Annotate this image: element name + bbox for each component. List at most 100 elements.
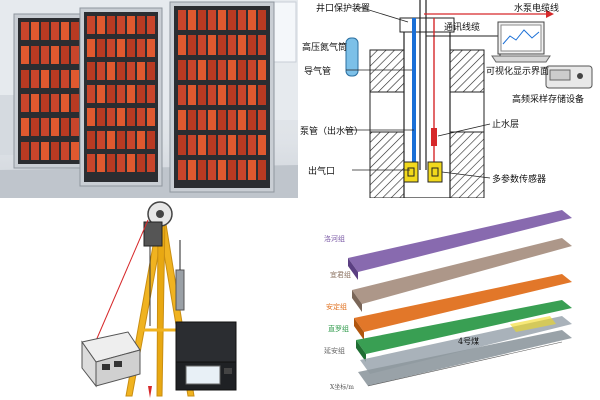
battery-cell bbox=[147, 16, 155, 34]
battery-cell bbox=[137, 85, 145, 103]
battery-cell bbox=[218, 35, 226, 55]
battery-cell bbox=[258, 135, 266, 155]
label-sensor: 多参数传感器 bbox=[492, 175, 547, 185]
battery-cell bbox=[198, 160, 206, 180]
label-pump-pipe: 泵管（出水管） bbox=[300, 127, 364, 137]
battery-cell bbox=[107, 108, 115, 126]
battery-cell bbox=[127, 39, 135, 57]
battery-cell bbox=[87, 85, 95, 103]
battery-cell bbox=[188, 85, 196, 105]
battery-cell bbox=[127, 154, 135, 172]
battery-cell bbox=[218, 135, 226, 155]
battery-cell bbox=[178, 110, 186, 130]
battery-cell bbox=[258, 60, 266, 80]
battery-cell bbox=[178, 135, 186, 155]
battery-cell bbox=[258, 110, 266, 130]
battery-cell bbox=[137, 39, 145, 57]
label-coal-seam: 4号煤 bbox=[458, 337, 480, 346]
battery-cell bbox=[41, 94, 49, 112]
battery-cell bbox=[248, 10, 256, 30]
battery-cell bbox=[147, 131, 155, 149]
battery-cell bbox=[137, 16, 145, 34]
rack-1 bbox=[13, 13, 87, 169]
battery-cell bbox=[41, 22, 49, 40]
battery-cell bbox=[71, 142, 79, 160]
battery-cell bbox=[238, 110, 246, 130]
battery-cell bbox=[51, 46, 59, 64]
battery-cell bbox=[198, 10, 206, 30]
battery-cell bbox=[198, 60, 206, 80]
battery-cell bbox=[97, 154, 105, 172]
battery-cell bbox=[188, 110, 196, 130]
battery-cell bbox=[238, 10, 246, 30]
battery-cell bbox=[127, 108, 135, 126]
tripod-illustration bbox=[81, 201, 237, 398]
battery-cell bbox=[87, 131, 95, 149]
battery-cell bbox=[51, 22, 59, 40]
battery-cell bbox=[107, 39, 115, 57]
battery-cell bbox=[147, 154, 155, 172]
battery-cell bbox=[87, 154, 95, 172]
battery-cell bbox=[188, 10, 196, 30]
battery-cell bbox=[117, 16, 125, 34]
battery-cell bbox=[218, 85, 226, 105]
battery-cell bbox=[107, 154, 115, 172]
battery-cell bbox=[97, 62, 105, 80]
battery-cell bbox=[228, 85, 236, 105]
battery-cell bbox=[228, 60, 236, 80]
data-logger-case bbox=[175, 321, 237, 391]
battery-cell bbox=[188, 60, 196, 80]
storage-device bbox=[545, 65, 593, 89]
battery-cell bbox=[228, 135, 236, 155]
battery-cell bbox=[97, 39, 105, 57]
label-yijun: 宜君组 bbox=[330, 271, 351, 279]
battery-cell bbox=[238, 60, 246, 80]
battery-cell bbox=[208, 110, 216, 130]
battery-cell bbox=[147, 39, 155, 57]
battery-cell bbox=[51, 70, 59, 88]
layer-yanan bbox=[358, 330, 572, 386]
label-pump-cable: 水泵电缆线 bbox=[514, 4, 560, 14]
battery-cell bbox=[147, 62, 155, 80]
battery-cell bbox=[248, 85, 256, 105]
battery-cell bbox=[228, 10, 236, 30]
label-axis: X坐标/m bbox=[330, 384, 354, 391]
battery-cell bbox=[258, 85, 266, 105]
battery-cell bbox=[117, 85, 125, 103]
battery-cell bbox=[21, 70, 29, 88]
sensor-right bbox=[427, 161, 443, 183]
battery-cell bbox=[71, 22, 79, 40]
battery-cell bbox=[31, 70, 39, 88]
schematic-drawing bbox=[344, 0, 593, 198]
battery-cell bbox=[198, 35, 206, 55]
battery-cell bbox=[107, 85, 115, 103]
laptop-display bbox=[491, 21, 551, 63]
battery-cell bbox=[208, 10, 216, 30]
battery-cell bbox=[178, 35, 186, 55]
battery-cell bbox=[21, 22, 29, 40]
battery-cell bbox=[137, 62, 145, 80]
battery-cell bbox=[117, 131, 125, 149]
label-luohe: 洛河组 bbox=[324, 235, 345, 243]
layer-zhiluo bbox=[356, 300, 572, 354]
battery-cell bbox=[87, 16, 95, 34]
layer-yijun bbox=[352, 238, 572, 304]
well-monitoring-schematic: 井口保护装置 水泵电缆线 通讯线缆 高压氮气筒 导气管 可视化显示界面 高频采样… bbox=[300, 0, 600, 198]
battery-cell bbox=[61, 142, 69, 160]
label-water-stop: 止水层 bbox=[492, 120, 520, 130]
battery-cell bbox=[61, 70, 69, 88]
battery-cell bbox=[137, 131, 145, 149]
battery-cell bbox=[117, 154, 125, 172]
label-storage: 高频采样存储设备 bbox=[512, 95, 585, 105]
battery-cell bbox=[71, 118, 79, 136]
battery-cell bbox=[258, 160, 266, 180]
battery-cell bbox=[198, 135, 206, 155]
battery-cell bbox=[21, 118, 29, 136]
battery-cell bbox=[127, 62, 135, 80]
battery-cell bbox=[71, 94, 79, 112]
battery-cell bbox=[61, 94, 69, 112]
label-display: 可视化显示界面 bbox=[486, 67, 550, 77]
strata-drawing bbox=[348, 210, 572, 387]
battery-cell bbox=[198, 85, 206, 105]
battery-cell bbox=[238, 35, 246, 55]
